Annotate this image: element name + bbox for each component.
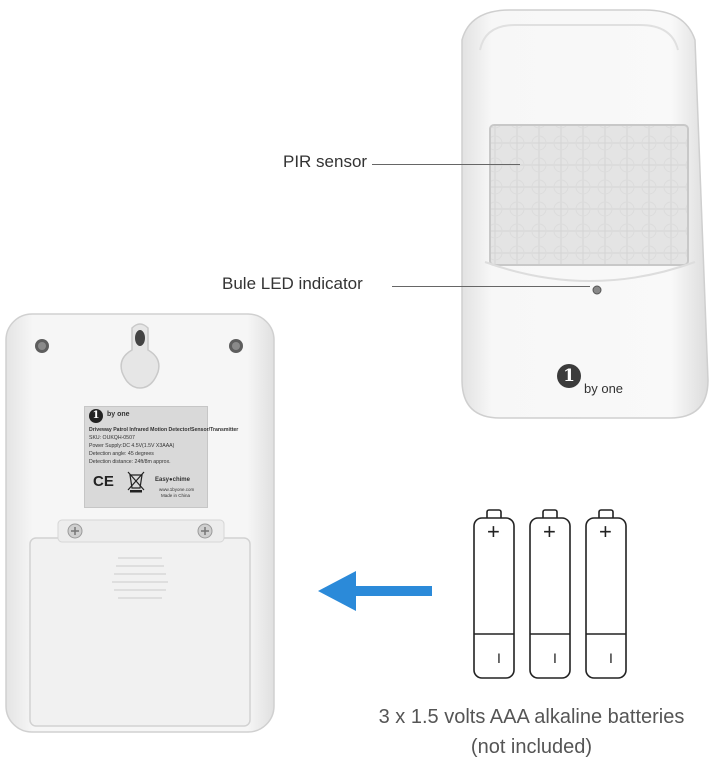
weee-bin-icon	[127, 471, 145, 493]
led-indicator	[592, 285, 602, 295]
label-sku: SKU: OUKQH-0507	[89, 435, 135, 441]
label-detection-distance: Detection distance: 24ft/8m approx.	[89, 459, 171, 465]
battery-caption: 3 x 1.5 volts AAA alkaline batteries	[378, 706, 685, 728]
battery-2-negative: I	[553, 650, 557, 666]
battery-caption-note: (not included)	[470, 736, 593, 758]
pir-sensor-leader	[372, 164, 520, 165]
pir-device-back	[5, 313, 275, 733]
battery-2-positive: +	[543, 519, 556, 544]
battery-3-negative: I	[609, 650, 613, 666]
label-brand-badge: 1	[89, 409, 103, 423]
pir-device-front	[461, 9, 709, 419]
label-brand-text: by one	[107, 411, 130, 418]
ce-mark: CE	[93, 473, 114, 490]
battery-1-positive: +	[487, 519, 500, 544]
pir-lens-window	[489, 124, 689, 266]
aaa-batteries	[473, 509, 627, 679]
product-label-plate: 1 by one Driveway Patrol Infrared Motion…	[84, 406, 238, 508]
battery-3-positive: +	[599, 519, 612, 544]
label-chime-brand: Easy●chime	[155, 477, 190, 483]
insert-arrow-icon	[318, 571, 432, 611]
battery-1-negative: I	[497, 650, 501, 666]
brand-logo-badge: 1	[557, 364, 581, 388]
led-indicator-callout: Bule LED indicator	[222, 274, 363, 293]
label-product-name: Driveway Patrol Infrared Motion Detector…	[89, 427, 239, 433]
battery-2	[529, 509, 571, 679]
pir-sensor-callout: PIR sensor	[283, 152, 368, 171]
battery-3	[585, 509, 627, 679]
led-indicator-leader	[392, 286, 590, 287]
brand-logo-text: by one	[584, 381, 624, 396]
label-origin: Made in China	[161, 493, 191, 498]
label-website: www.1byone.com	[159, 487, 195, 492]
label-power-supply: Power Supply:DC 4.5V(1.5V X3AAA)	[89, 443, 175, 449]
label-detection-angle: Detection angle: 45 degrees	[89, 451, 154, 457]
battery-1	[473, 509, 515, 679]
